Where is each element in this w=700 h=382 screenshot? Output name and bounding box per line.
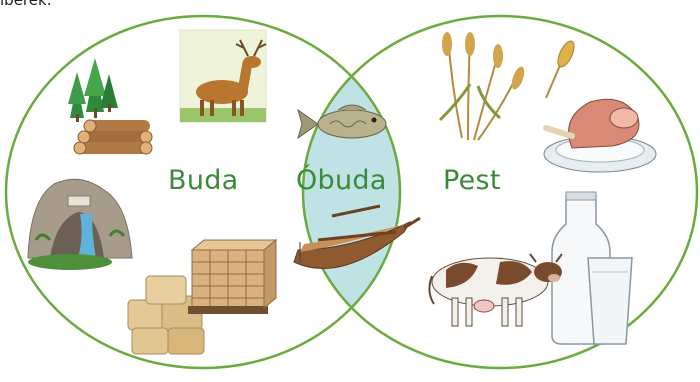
- label-pest: Pest: [443, 165, 501, 196]
- deer-icon: [180, 30, 266, 122]
- meat-on-plate-icon: [544, 99, 656, 172]
- bricks-icon: [188, 240, 276, 314]
- milk-glass-icon: [588, 258, 632, 344]
- forest-icon: [68, 58, 118, 122]
- label-buda: Buda: [168, 165, 239, 196]
- wheat-icon: [440, 32, 527, 140]
- cave-spring-icon: [28, 179, 132, 270]
- caption-text: íberek:: [0, 0, 52, 9]
- label-obuda: Óbuda: [296, 165, 387, 196]
- logs-icon: [74, 120, 152, 154]
- cow-icon: [429, 254, 562, 326]
- grain-ear-icon: [546, 39, 577, 98]
